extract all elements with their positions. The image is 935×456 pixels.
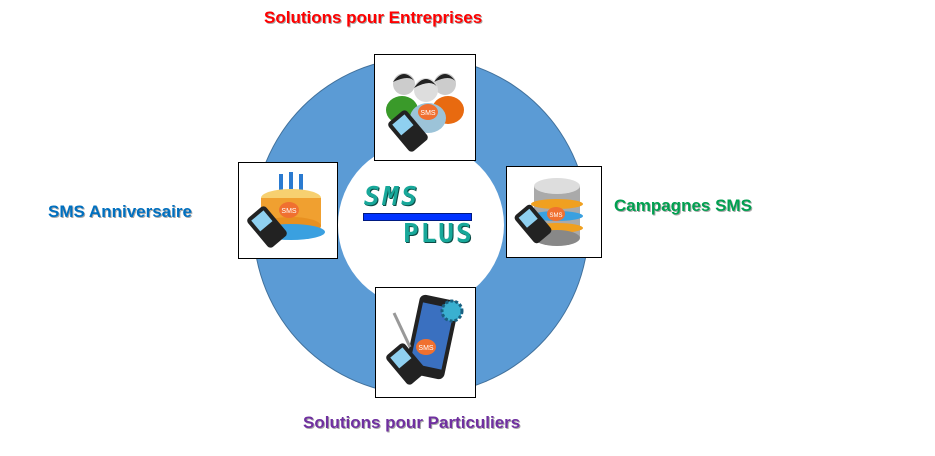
label-sms-anniversaire: SMS Anniversaire <box>48 202 192 221</box>
box-anniversaire: SMS <box>238 162 338 259</box>
svg-text:SMS: SMS <box>418 345 434 352</box>
logo-plus-text: PLUS <box>403 219 474 249</box>
svg-text:SMS: SMS <box>549 213 562 219</box>
svg-text:SMS: SMS <box>281 208 297 215</box>
database-sms-icon: SMS <box>514 178 583 246</box>
box-campagnes: SMS <box>506 166 602 258</box>
smartphone-gear-sms-icon: SMS <box>385 294 463 385</box>
label-solutions-entreprises: Solutions pour Entreprises <box>264 8 483 27</box>
label-solutions-particuliers: Solutions pour Particuliers <box>303 413 521 432</box>
ring-center <box>338 142 504 308</box>
label-campagnes-sms: Campagnes SMS <box>614 196 752 215</box>
box-particuliers: SMS <box>375 287 476 398</box>
logo-bar <box>363 213 472 221</box>
users-sms-icon: SMS <box>386 72 464 152</box>
birthday-cake-sms-icon: SMS <box>247 171 325 248</box>
svg-text:SMS: SMS <box>420 110 436 117</box>
box-entreprises: SMS <box>374 54 476 161</box>
logo-sms-text: SMS <box>364 182 420 212</box>
